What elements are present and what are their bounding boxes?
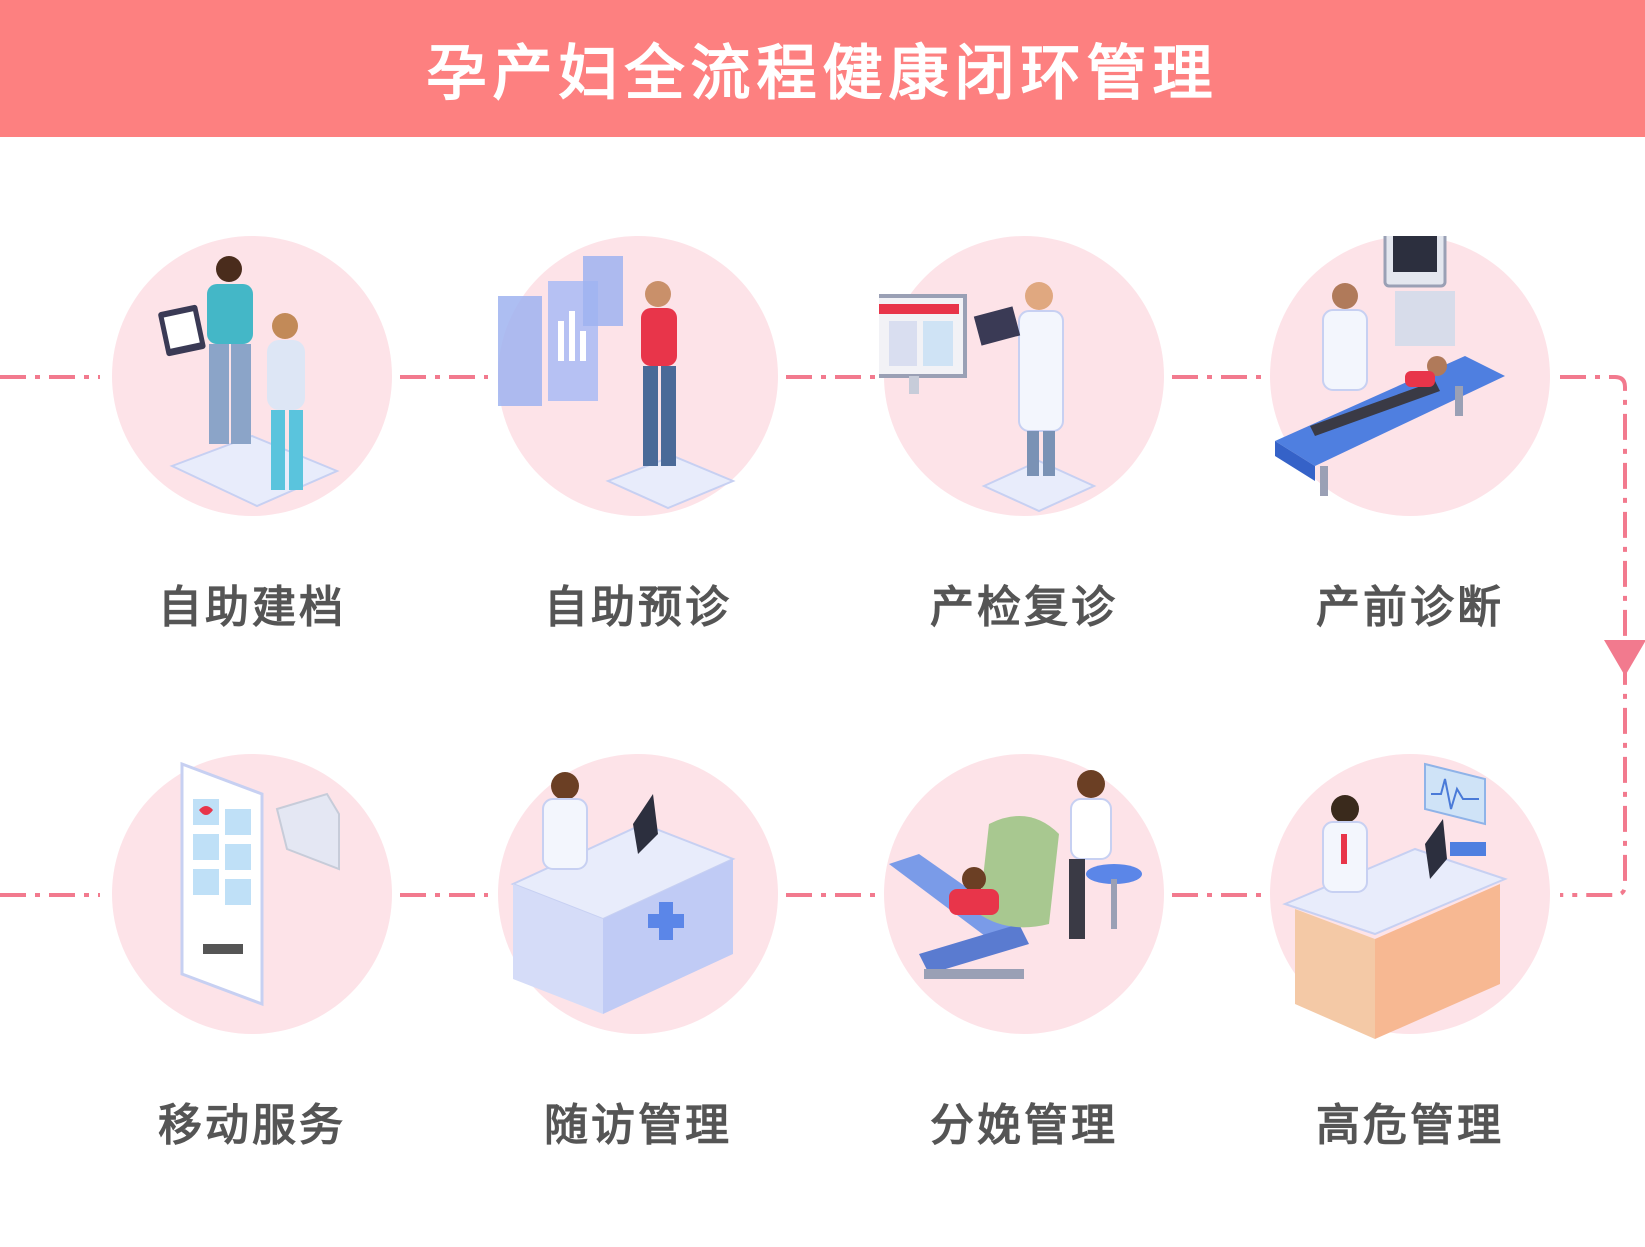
delivery-bed-icon bbox=[889, 770, 1142, 979]
doctor-tablet-patient-icon bbox=[158, 256, 340, 508]
mobile-app-icon bbox=[180, 761, 340, 1007]
step-label: 随访管理 bbox=[544, 1100, 732, 1151]
down-arrow-icon bbox=[1604, 640, 1645, 676]
step-label: 高危管理 bbox=[1316, 1100, 1504, 1151]
step-label: 产前诊断 bbox=[1316, 582, 1504, 633]
doctor-desk-followup-icon bbox=[510, 772, 736, 1014]
step-label: 分娩管理 bbox=[930, 1100, 1118, 1151]
step-label: 自助建档 bbox=[158, 582, 346, 633]
patient-data-screens-icon bbox=[498, 256, 736, 510]
title-banner: 孕产妇全流程健康闭环管理 bbox=[0, 0, 1645, 137]
ultrasound-exam-icon bbox=[1275, 236, 1505, 496]
step-label: 自助预诊 bbox=[544, 582, 732, 633]
doctor-desk-monitor-icon bbox=[1282, 762, 1508, 1039]
page-title: 孕产妇全流程健康闭环管理 bbox=[426, 39, 1219, 109]
step-label: 移动服务 bbox=[158, 1100, 346, 1151]
doctor-monitor-icon bbox=[879, 282, 1097, 513]
step-label: 产检复诊 bbox=[930, 582, 1118, 633]
connector-return-loop bbox=[1560, 375, 1627, 897]
